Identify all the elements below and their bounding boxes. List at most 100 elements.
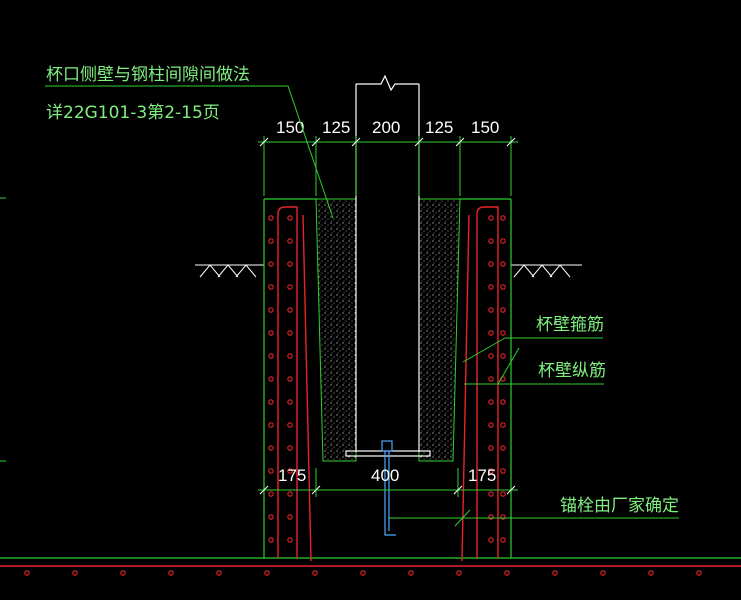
rebar-section-dot	[287, 215, 293, 221]
rebar-section-dot	[264, 570, 270, 576]
rebar-section-dot	[268, 215, 274, 221]
leader-lines	[45, 85, 679, 527]
rebar-section-dot	[268, 284, 274, 290]
rebar-section-dot	[268, 307, 274, 313]
rebar-section-dot	[500, 261, 506, 267]
rebar-section-dot	[72, 570, 78, 576]
rebar-section-dot	[488, 330, 494, 336]
rebar-section-dot	[600, 570, 606, 576]
dim-top-2: 125	[322, 118, 350, 137]
rebar-section-dot	[488, 445, 494, 451]
rebar-section-dot	[500, 215, 506, 221]
rebar-section-dot	[287, 238, 293, 244]
ground-line-right	[511, 264, 582, 278]
rebar-section-dot	[500, 537, 506, 543]
rebar-section-dot	[216, 570, 222, 576]
rebar-dots	[24, 215, 702, 576]
rebar-section-dot	[488, 376, 494, 382]
rebar-section-dot	[268, 353, 274, 359]
rebar-section-dot	[488, 353, 494, 359]
rebar-section-dot	[500, 422, 506, 428]
cup-wall-rebar-right	[461, 206, 499, 562]
cup-wall-rebar-left	[277, 206, 312, 562]
rebar-section-dot	[287, 261, 293, 267]
rebar-section-dot	[287, 284, 293, 290]
rebar-section-dot	[287, 422, 293, 428]
anchor-bolt	[384, 451, 396, 536]
rebar-section-dot	[287, 491, 293, 497]
rebar-section-dot	[500, 330, 506, 336]
rebar-section-dot	[268, 399, 274, 405]
rebar-section-dot	[268, 514, 274, 520]
rebar-section-dot	[287, 445, 293, 451]
ground-line-left	[195, 264, 264, 278]
rebar-section-dot	[268, 468, 274, 474]
rebar-section-dot	[408, 570, 414, 576]
dimension-line-bottom	[258, 468, 518, 497]
rebar-section-dot	[268, 491, 274, 497]
dim-bottom-1: 175	[278, 466, 306, 485]
concrete-cup-outline	[0, 198, 741, 559]
rebar-section-dot	[488, 284, 494, 290]
rebar-section-dot	[287, 307, 293, 313]
rebar-section-dot	[456, 570, 462, 576]
rebar-section-dot	[500, 491, 506, 497]
rebar-section-dot	[500, 399, 506, 405]
rebar-section-dot	[488, 215, 494, 221]
rebar-section-dot	[360, 570, 366, 576]
dim-top-5: 150	[471, 118, 499, 137]
rebar-section-dot	[287, 468, 293, 474]
rebar-section-dot	[268, 376, 274, 382]
rebar-section-dot	[168, 570, 174, 576]
dim-bottom-2: 400	[371, 466, 399, 485]
grout-fill-left	[315, 198, 357, 462]
rebar-section-dot	[287, 330, 293, 336]
rebar-section-dot	[500, 353, 506, 359]
cup-wall-longitudinal-label: 杯壁纵筋	[538, 361, 606, 381]
dimension-line-top	[258, 136, 518, 196]
rebar-section-dot	[488, 307, 494, 313]
base-plate-bolt	[381, 440, 393, 452]
rebar-section-dot	[287, 353, 293, 359]
rebar-section-dot	[488, 491, 494, 497]
rebar-section-dot	[268, 445, 274, 451]
rebar-section-dot	[504, 570, 510, 576]
gap-method-label-line2: 详22G101-3第2-15页	[46, 103, 220, 123]
dim-top-4: 125	[425, 118, 453, 137]
rebar-section-dot	[500, 307, 506, 313]
rebar-section-dot	[500, 468, 506, 474]
rebar-section-dot	[268, 537, 274, 543]
rebar-section-dot	[488, 399, 494, 405]
rebar-section-dot	[648, 570, 654, 576]
rebar-section-dot	[268, 261, 274, 267]
rebar-section-dot	[500, 284, 506, 290]
rebar-section-dot	[488, 238, 494, 244]
rebar-section-dot	[552, 570, 558, 576]
grout-fill-right	[418, 198, 461, 462]
rebar-section-dot	[287, 537, 293, 543]
rebar-section-dot	[500, 514, 506, 520]
column-base-plate	[345, 450, 431, 457]
rebar-section-dot	[488, 537, 494, 543]
rebar-section-dot	[287, 514, 293, 520]
rebar-section-dot	[268, 422, 274, 428]
rebar-section-dot	[488, 514, 494, 520]
dim-bottom-3: 175	[468, 466, 496, 485]
rebar-section-dot	[268, 238, 274, 244]
rebar-section-dot	[488, 261, 494, 267]
rebar-section-dot	[287, 399, 293, 405]
cup-wall-stirrup-label: 杯壁箍筋	[536, 315, 604, 335]
anchor-bolt-note-label: 锚栓由厂家确定	[560, 496, 679, 516]
rebar-section-dot	[120, 570, 126, 576]
rebar-section-dot	[268, 330, 274, 336]
rebar-section-dot	[488, 422, 494, 428]
gap-method-label-line1: 杯口侧壁与钢柱间隙间做法	[46, 65, 250, 85]
dim-top-1: 150	[276, 118, 304, 137]
rebar-section-dot	[312, 570, 318, 576]
dim-top-3: 200	[372, 118, 400, 137]
rebar-section-dot	[696, 570, 702, 576]
rebar-section-dot	[488, 468, 494, 474]
rebar-section-dot	[500, 238, 506, 244]
rebar-section-dot	[24, 570, 30, 576]
